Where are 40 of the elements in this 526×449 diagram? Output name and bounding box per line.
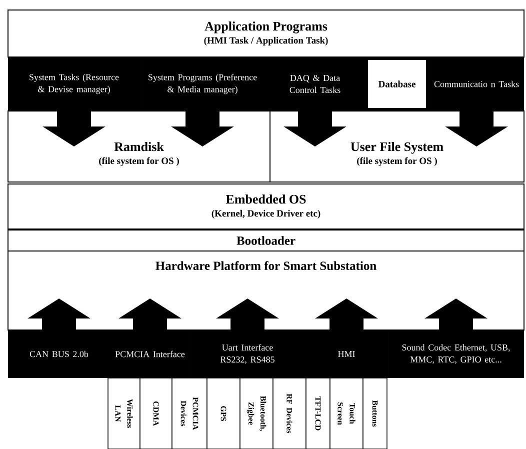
node-label: RF Devices xyxy=(286,394,292,434)
database-box: Database xyxy=(365,57,429,111)
device-box: Bluetooth, Zigbee xyxy=(240,378,274,449)
device-box: CDMA xyxy=(140,378,172,449)
node-label: DAQ & Data Control Tasks xyxy=(290,74,340,94)
layer-box: Embedded OS (Kernel, Device Driver etc) xyxy=(8,184,524,230)
node-label: PCMCIA Interface xyxy=(115,350,185,358)
device-box: Buttons xyxy=(362,378,388,449)
file-system-box: User File System (file system for OS ) xyxy=(270,110,524,182)
node-label: PCMCIA Devices xyxy=(180,397,198,430)
file-system-box: Ramdisk (file system for OS ) xyxy=(8,110,270,182)
node-label: Sound Codec Ethernet, USB, MMC, RTC, GPIO etc... xyxy=(402,344,510,364)
device-box: Touch Screen xyxy=(330,378,364,449)
node-label: System Programs (Preference & Media manager) xyxy=(148,74,257,94)
task-block: PCMCIA Interface xyxy=(110,330,190,378)
layer-box: Application Programs (HMI Task / Application Task) xyxy=(8,10,524,58)
task-block: Sound Codec Ethernet, USB, MMC, RTC, GPIO etc... xyxy=(388,330,524,378)
task-block: Uart Interface RS232, RS485 xyxy=(190,330,305,378)
device-box: Wireless LAN xyxy=(108,378,140,449)
task-block: System Programs (Preference & Media manager) xyxy=(140,57,265,111)
device-box: GPS xyxy=(206,378,240,449)
node-label: System Tasks (Resource & Devise manager) xyxy=(30,74,119,94)
task-block: HMI xyxy=(305,330,388,378)
device-box: PCMCIA Devices xyxy=(172,378,208,449)
task-block: System Tasks (Resource & Devise manager) xyxy=(8,57,140,111)
node-label: CAN BUS 2.0b xyxy=(30,350,88,358)
node-label: Bluetooth, Zigbee xyxy=(246,396,266,431)
device-box: TFT-LCD xyxy=(306,378,330,449)
node-label: GPS xyxy=(220,406,226,421)
platform-box: Hardware Platform for Smart Substation xyxy=(8,250,524,330)
node-label: Communicatio n Tasks xyxy=(434,80,519,88)
task-block: Communicatio n Tasks xyxy=(429,57,524,111)
node-label: TFT-LCD xyxy=(315,396,321,430)
node-label: Uart Interface RS232, RS485 xyxy=(220,344,274,364)
task-block: CAN BUS 2.0b xyxy=(8,330,110,378)
task-block: DAQ & Data Control Tasks xyxy=(265,57,365,111)
layer-box: Bootloader xyxy=(8,230,524,252)
node-label: Touch Screen xyxy=(338,402,356,425)
device-box: RF Devices xyxy=(272,378,306,449)
node-label: HMI xyxy=(338,351,355,357)
